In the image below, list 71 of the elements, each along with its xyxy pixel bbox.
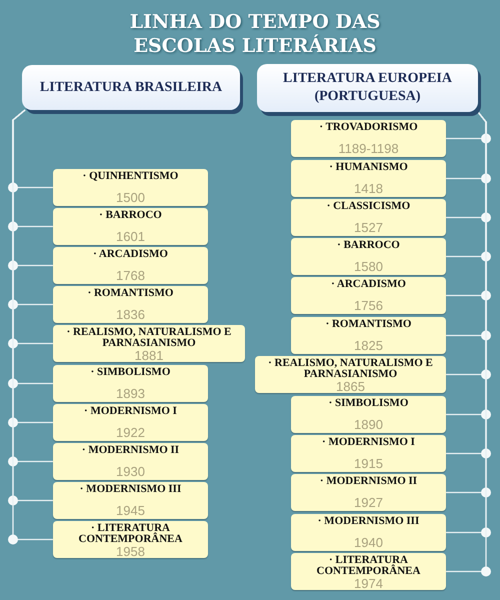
period-year: 1500 (116, 191, 145, 205)
period-card (291, 238, 446, 275)
period-name: · REALISMO, NATURALISMO E PARNASIANISMO (267, 358, 434, 380)
period-card (53, 404, 208, 441)
period-name: · MODERNISMO I (84, 406, 177, 417)
period-year: 1927 (354, 496, 383, 510)
period-name: · ARCADISMO (93, 249, 168, 260)
period-name: · TROVADORISMO (319, 122, 418, 133)
period-card (53, 208, 208, 245)
period-year: 1825 (354, 339, 383, 353)
period-name: · ARCADISMO (331, 279, 406, 290)
period-name: · MODERNISMO I (322, 437, 415, 448)
period-year: 1890 (354, 418, 383, 432)
period-card (53, 325, 245, 362)
period-year: 1922 (116, 426, 145, 440)
period-name: · MODERNISMO III (318, 516, 420, 527)
period-card (291, 553, 446, 590)
period-year: 1189-1198 (338, 142, 399, 156)
period-card (53, 247, 208, 284)
period-year: 1756 (354, 299, 383, 313)
period-card (291, 160, 446, 197)
period-name: · SIMBOLISMO (90, 367, 170, 378)
period-year: 1930 (116, 465, 145, 479)
period-name: · CLASSICISMO (326, 201, 410, 212)
period-card (291, 277, 446, 314)
period-name: · BARROCO (99, 210, 162, 221)
period-card (255, 356, 446, 393)
header-text: LITERATURA BRASILEIRA (40, 78, 222, 96)
period-year: 1601 (116, 230, 145, 244)
period-year: 1958 (116, 545, 145, 559)
period-name: · ROMANTISMO (326, 319, 412, 330)
period-name: · BARROCO (337, 240, 400, 251)
period-card (291, 514, 446, 551)
period-name: · QUINHENTISMO (82, 171, 178, 182)
period-year: 1580 (354, 260, 383, 274)
header-text: LITERATURA EUROPEIA (PORTUGUESA) (282, 70, 453, 106)
period-name: · LITERATURA CONTEMPORÂNEA (316, 555, 422, 577)
period-name: · ROMANTISMO (88, 288, 174, 299)
period-year: 1527 (354, 221, 383, 235)
period-name: · SIMBOLISMO (328, 398, 408, 409)
column-header (257, 64, 478, 112)
period-year: 1881 (134, 349, 164, 363)
period-name: · MODERNISMO II (320, 476, 418, 487)
title: LINHA DO TEMPO DAS ESCOLAS LITERÁRIAS (128, 10, 382, 58)
period-card (291, 199, 446, 236)
period-card (53, 365, 208, 402)
period-card (53, 169, 208, 206)
period-year: 1945 (116, 504, 145, 518)
period-name: · LITERATURA CONTEMPORÂNEA (78, 523, 184, 545)
period-year: 1865 (336, 380, 365, 394)
period-year: 1768 (116, 269, 145, 283)
period-card (53, 482, 208, 519)
period-card (291, 474, 446, 511)
period-year: 1418 (354, 182, 383, 196)
period-card (53, 286, 208, 323)
period-year: 1940 (354, 536, 383, 550)
column-header (22, 65, 240, 110)
period-year: 1974 (354, 577, 383, 591)
period-card (291, 120, 446, 157)
period-name: · MODERNISMO III (80, 484, 182, 495)
period-year: 1915 (354, 457, 383, 471)
period-name: · MODERNISMO II (82, 445, 180, 456)
period-name: · HUMANISMO (329, 162, 408, 173)
period-card (291, 435, 446, 472)
period-card (53, 443, 208, 480)
period-year: 1836 (116, 308, 145, 322)
period-year: 1893 (116, 387, 145, 401)
period-card (291, 396, 446, 433)
period-card (291, 317, 446, 354)
period-name: · REALISMO, NATURALISMO E PARNASIANISMO (66, 327, 232, 349)
period-card (53, 521, 208, 558)
